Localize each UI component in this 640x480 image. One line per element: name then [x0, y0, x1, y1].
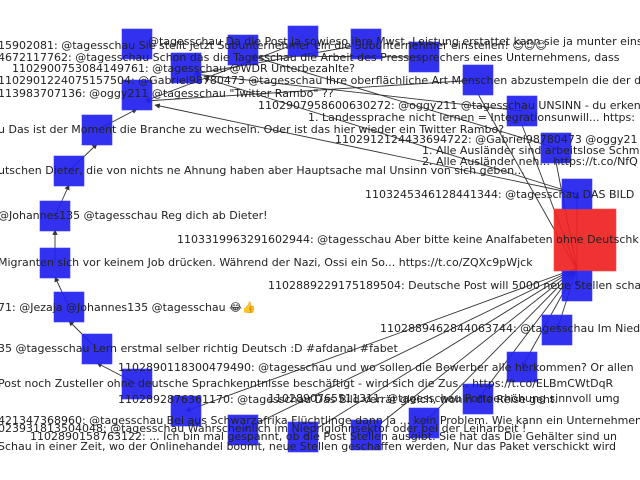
- node-label-l08: 1. Landessprache nicht lernen = Integrat…: [308, 111, 635, 124]
- graph-node-22[interactable]: [53, 291, 85, 323]
- graph-node-10[interactable]: [561, 178, 593, 210]
- node-layer: [39, 25, 617, 453]
- graph-node-20[interactable]: [121, 368, 153, 400]
- edge-upper-2: [193, 43, 367, 76]
- graph-node-21[interactable]: [81, 333, 113, 365]
- label-layer: @tagesschau Da die Post ja sowieso ihre …: [0, 35, 640, 453]
- graph-node-4[interactable]: [287, 25, 319, 57]
- graph-node-27[interactable]: [121, 79, 153, 111]
- edge-hub-to-node-14: [477, 267, 578, 400]
- node-label-l22: 1102890118300479490: @tagesschau und wo …: [118, 361, 634, 374]
- edge-upper-3: [250, 53, 425, 59]
- node-label-l16: 1103319963291602944: @tagesschau Aber bi…: [177, 233, 639, 246]
- node-label-l10: 1102912124433694722: @Gabriel98780473 @o…: [335, 133, 638, 146]
- node-label-l09: u Das ist der Moment die Branche zu wech…: [0, 123, 504, 136]
- edge-layer: [52, 40, 580, 438]
- node-label-l19: 71: @Jezaja @Johannes135 @tagesschau 😂👍: [0, 301, 256, 314]
- edge-hub-to-node-19: [185, 267, 578, 412]
- edge-upper-1: [144, 40, 304, 102]
- graph-node-17[interactable]: [287, 421, 319, 453]
- graph-node-2[interactable]: [170, 52, 202, 84]
- edge-upper-4: [144, 79, 479, 104]
- graph-node-11[interactable]: [561, 270, 593, 302]
- graph-node-23[interactable]: [39, 247, 71, 279]
- edge-hub-to-node-15: [423, 267, 578, 424]
- node-label-l06: 113983707136: @oggy211 @tagesschau "Twit…: [0, 87, 334, 100]
- graph-node-9[interactable]: [540, 132, 572, 164]
- graph-node-15[interactable]: [408, 407, 440, 439]
- node-label-l11: 1. Alle Ausländer sind arbeitslose Schm: [422, 144, 640, 157]
- graph-node-25[interactable]: [53, 155, 85, 187]
- edge-hub-to-node-18: [242, 267, 578, 431]
- edge-hub-to-node-17: [302, 267, 578, 438]
- edge-long-2: [203, 76, 578, 195]
- node-label-l21: 35 @tagesschau Lern erstmal selber richt…: [0, 342, 398, 355]
- node-label-l03: 4672117762: @tagesschau Schon das die Ta…: [0, 51, 620, 64]
- node-label-l27: 023931813504048: @tagesschau Wahrscheinl…: [0, 422, 526, 435]
- node-label-l24: 1102892876361170: @tagesschau Das Bild v…: [118, 393, 558, 406]
- node-label-l28: 1102890158763122: ... Ich bin mal gespan…: [30, 430, 617, 443]
- graph-node-18[interactable]: [227, 414, 259, 446]
- node-label-l25: 1102890765511311: @tagesschau Portoerhöh…: [268, 392, 620, 405]
- node-label-l20: 1102889462844063744: @tagesschau Im Nied: [380, 322, 640, 335]
- graph-node-16[interactable]: [350, 419, 382, 451]
- graph-node-7[interactable]: [462, 64, 494, 96]
- node-label-l29: Schau in einer Zeit, wo der Onlinehandel…: [0, 440, 616, 453]
- node-label-l04: 1102900753084149761: @tagesschau @WDR Un…: [12, 62, 355, 75]
- graph-node-12[interactable]: [541, 314, 573, 346]
- graph-node-13[interactable]: [506, 351, 538, 383]
- node-label-l07: 1102907958600630272: @oggy211 @tagesscha…: [258, 99, 640, 112]
- node-label-l17: Migranten sich vor keinem Job drücken. W…: [0, 256, 533, 269]
- node-label-l13: utschen Dieter, die von nichts ne Ahnung…: [0, 164, 525, 177]
- node-label-l05: 1102901224075157504: @Gabriel98780473 @t…: [0, 74, 640, 87]
- node-label-l18: 1102889229175189504: Deutsche Post will …: [268, 279, 640, 292]
- node-label-l23: Post noch Zusteller ohne deutsche Sprach…: [0, 377, 614, 390]
- node-label-l01: @tagesschau Da die Post ja sowieso ihre …: [148, 35, 640, 48]
- node-label-l26: 421347368960: @tagesschau Bei aus Schwar…: [0, 414, 640, 427]
- edge-upper-5: [193, 71, 523, 112]
- edge-hub-to-node-16: [365, 267, 578, 436]
- graph-node-3[interactable]: [227, 34, 259, 66]
- node-label-l02: 15902081: @tagesschau Sie stellt jetzt S…: [0, 39, 547, 52]
- graph-node-5[interactable]: [350, 28, 382, 60]
- hub-node[interactable]: [553, 208, 617, 272]
- node-label-l15: @Johannes135 @tagesschau Reg dich ab Die…: [0, 209, 268, 222]
- node-label-l12: 2. Alle Ausländer neh... https://t.co/Nf…: [422, 155, 638, 168]
- graph-node-26[interactable]: [81, 114, 113, 146]
- graph-node-14[interactable]: [462, 383, 494, 415]
- graph-node-24[interactable]: [39, 200, 71, 232]
- graph-node-1[interactable]: [121, 28, 153, 60]
- edge-upper-6: [250, 54, 557, 149]
- edge-long-1: [154, 103, 578, 195]
- graph-node-6[interactable]: [408, 41, 440, 73]
- node-label-l14: 1103245346128441344: @tagesschau DAS BIL…: [365, 188, 634, 201]
- graph-node-19[interactable]: [170, 395, 202, 427]
- graph-node-8[interactable]: [506, 95, 538, 127]
